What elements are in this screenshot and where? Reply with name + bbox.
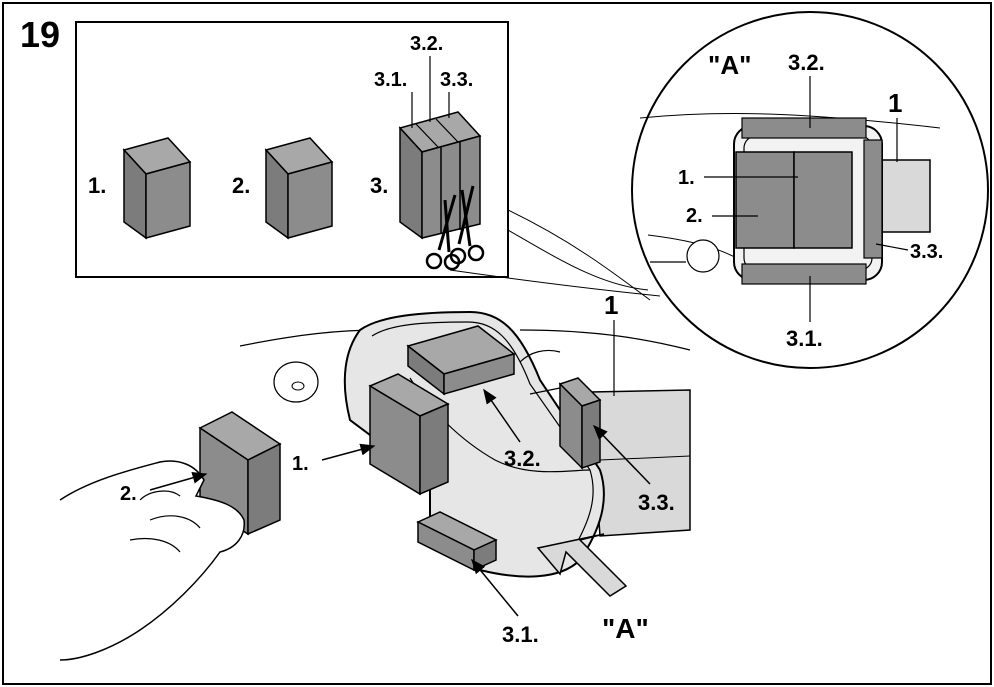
main-label-3-2: 3.2. — [504, 446, 541, 471]
main-label-3-3: 3.3. — [638, 490, 675, 515]
strip-3-3-label: 3.3. — [440, 69, 473, 91]
detail-label-3-3: 3.3. — [910, 241, 943, 263]
pad-block-1-label: 1. — [88, 173, 106, 198]
detail-label-1: 1 — [888, 88, 902, 118]
strip-3-1-piece — [416, 511, 498, 572]
detail-label-pad-2: 2. — [686, 205, 703, 227]
view-a-arrow — [536, 533, 628, 597]
main-label-pad-1: 1. — [292, 453, 309, 475]
pad-block-2 — [264, 137, 334, 240]
pad-block-3 — [398, 111, 482, 240]
scissors-icon-2 — [449, 185, 485, 265]
hand-illustration — [59, 460, 245, 661]
pad-block-3-label: 3. — [370, 173, 388, 198]
strip-3-2-piece — [406, 325, 516, 396]
step-number: 19 — [20, 14, 60, 55]
detail-label-pad-1: 1. — [678, 167, 695, 189]
pad-1-piece — [368, 373, 450, 496]
detail-label-3-2: 3.2. — [788, 50, 825, 75]
main-label-3-1: 3.1. — [502, 622, 539, 647]
strip-3-3-piece — [558, 377, 602, 470]
strip-3-2-label: 3.2. — [410, 33, 443, 55]
detail-label-3-1: 3.1. — [786, 326, 823, 351]
main-view-arrow-label: "A" — [602, 613, 649, 644]
main-assembly-view: 1 1. 2. 3.2. 3.3. 3.1. "A" — [59, 290, 691, 661]
main-label-pad-2: 2. — [120, 483, 137, 505]
strip-3-1-label: 3.1. — [374, 69, 407, 91]
pad-block-1 — [122, 137, 192, 240]
pad-block-2-label: 2. — [232, 173, 250, 198]
detail-view-label: "A" — [708, 50, 751, 80]
pad-cutting-inset: 1. 2. 3. 3.2. 3.1. 3.3. — [75, 21, 509, 278]
detail-view-a: "A" 3.2. 1 1. 2. 3.3. 3.1. — [631, 11, 989, 369]
main-label-1: 1 — [604, 290, 618, 320]
